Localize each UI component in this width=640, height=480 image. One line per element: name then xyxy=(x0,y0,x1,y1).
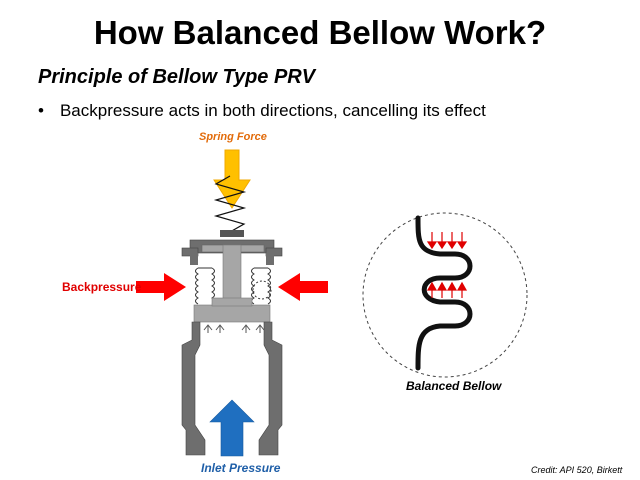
valve-disc xyxy=(193,304,271,323)
left-bellows xyxy=(195,267,215,305)
inlet-pressure-small-arrows xyxy=(203,324,265,333)
spring-coil xyxy=(213,175,247,233)
bullet-marker: • xyxy=(38,101,44,120)
inlet-pressure-label: Inlet Pressure xyxy=(201,461,281,475)
slide-title: How Balanced Bellow Work? xyxy=(93,14,547,51)
balanced-bellow-detail xyxy=(362,212,528,378)
subtitle: Principle of Bellow Type PRV xyxy=(38,66,316,88)
credit-text: Credit: API 520, Birkett xyxy=(531,465,623,475)
inlet-pressure-arrow xyxy=(209,399,255,457)
backpressure-arrow-right xyxy=(278,273,328,301)
valve-stem xyxy=(222,244,242,306)
right-bellows xyxy=(251,267,272,305)
spring-force-label: Spring Force xyxy=(199,131,267,143)
valve-nozzle xyxy=(181,321,283,456)
spring-plate xyxy=(220,230,244,237)
balanced-bellow-label: Balanced Bellow xyxy=(406,379,502,393)
backpressure-label: Backpressure xyxy=(62,280,142,294)
bullet-text: Backpressure acts in both directions, ca… xyxy=(59,101,486,120)
backpressure-arrow-left xyxy=(136,273,186,301)
bullet-point: • Backpressure acts in both directions, … xyxy=(38,101,486,121)
